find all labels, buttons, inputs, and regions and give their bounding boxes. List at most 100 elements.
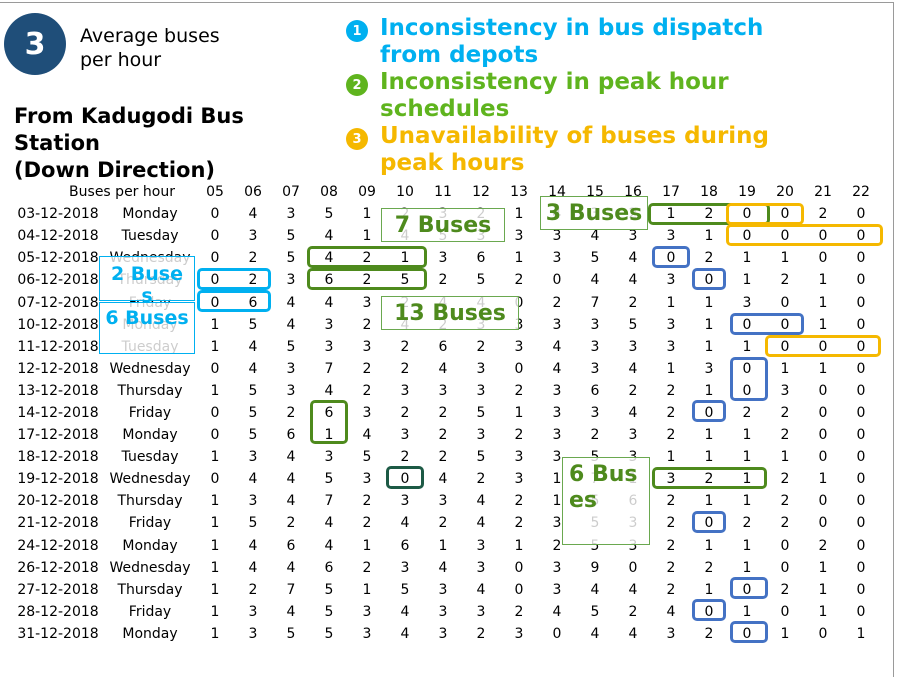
bus-count-cell: 1: [780, 250, 790, 267]
bus-count-cell: 2: [400, 404, 410, 421]
bus-count-cell: 4: [248, 206, 258, 223]
bus-count-cell: 0: [856, 581, 866, 598]
bus-count-cell: 3: [476, 559, 486, 576]
day-cell: Friday: [128, 404, 172, 421]
bus-count-cell: 1: [210, 338, 220, 355]
bus-count-cell: 2: [362, 559, 372, 576]
bus-count-cell: 0: [552, 625, 562, 642]
bus-count-cell: 0: [818, 338, 828, 355]
bus-count-cell: 3: [362, 294, 372, 311]
bus-count-cell: 5: [248, 404, 258, 421]
bus-count-cell: 2: [438, 404, 448, 421]
bus-count-cell: 3: [514, 625, 524, 642]
bus-count-cell: 0: [704, 272, 714, 289]
highlight-box: [692, 599, 726, 621]
bus-count-cell: 0: [856, 316, 866, 333]
bus-count-cell: 3: [286, 360, 296, 377]
bus-count-cell: 3: [552, 581, 562, 598]
bus-count-cell: 1: [780, 449, 790, 466]
date-cell: 19-12-2018: [17, 471, 99, 488]
bus-count-cell: 3: [248, 228, 258, 245]
bus-count-cell: 2: [818, 537, 828, 554]
bus-count-cell: 1: [742, 603, 752, 620]
bus-count-cell: 9: [590, 559, 600, 576]
bus-count-cell: 3: [552, 382, 562, 399]
bus-count-cell: 3: [324, 316, 334, 333]
bus-count-cell: 7: [590, 294, 600, 311]
bus-count-cell: 3: [438, 603, 448, 620]
bus-count-cell: 5: [248, 316, 258, 333]
highlight-box: [692, 511, 726, 533]
bus-count-cell: 0: [856, 250, 866, 267]
bus-count-cell: 2: [362, 493, 372, 510]
highlight-box: [307, 268, 427, 290]
bus-count-cell: 2: [286, 515, 296, 532]
bus-count-cell: 0: [856, 471, 866, 488]
bus-count-cell: 3: [286, 382, 296, 399]
bus-count-cell: 0: [210, 206, 220, 223]
bus-count-cell: 1: [742, 559, 752, 576]
bus-count-cell: 4: [628, 581, 638, 598]
hour-header: 18: [700, 184, 718, 201]
day-cell: Wednesday: [109, 471, 191, 488]
bus-count-cell: 1: [666, 360, 676, 377]
bus-count-cell: 3: [552, 515, 562, 532]
bus-count-cell: 4: [324, 294, 334, 311]
bus-count-cell: 2: [362, 272, 372, 289]
bus-count-cell: 0: [856, 338, 866, 355]
bus-count-cell: 3: [248, 493, 258, 510]
date-cell: 21-12-2018: [17, 515, 99, 532]
highlight-box: [692, 400, 726, 422]
bus-count-cell: 0: [818, 625, 828, 642]
bus-count-cell: 4: [286, 603, 296, 620]
bus-count-cell: 0: [780, 603, 790, 620]
date-cell: 24-12-2018: [17, 537, 99, 554]
bus-count-cell: 1: [210, 537, 220, 554]
bus-count-cell: 3: [286, 206, 296, 223]
page-title-line3: (Down Direction): [14, 158, 216, 182]
bus-count-cell: 3: [362, 404, 372, 421]
highlight-box: [386, 466, 424, 489]
bus-count-cell: 7: [324, 360, 334, 377]
date-cell: 13-12-2018: [17, 382, 99, 399]
issue-text-line2: from depots: [380, 42, 539, 68]
bus-count-cell: 1: [362, 206, 372, 223]
bus-count-cell: 1: [704, 493, 714, 510]
date-cell: 07-12-2018: [17, 294, 99, 311]
bus-count-cell: 5: [590, 603, 600, 620]
bus-count-cell: 4: [324, 515, 334, 532]
bus-count-cell: 1: [666, 449, 676, 466]
bus-count-cell: 3: [552, 427, 562, 444]
bus-count-cell: 2: [666, 559, 676, 576]
bus-count-cell: 0: [780, 206, 790, 223]
bus-count-cell: 1: [742, 272, 752, 289]
bus-count-cell: 4: [590, 581, 600, 598]
bus-count-cell: 0: [856, 228, 866, 245]
bus-count-cell: 0: [742, 206, 752, 223]
bus-count-cell: 1: [856, 625, 866, 642]
bus-count-cell: 3: [628, 537, 638, 554]
bus-count-cell: 1: [818, 603, 828, 620]
bus-count-cell: 5: [248, 427, 258, 444]
bus-count-cell: 4: [628, 404, 638, 421]
bus-count-cell: 3: [628, 228, 638, 245]
bus-count-cell: 4: [438, 471, 448, 488]
bus-count-cell: 3: [476, 382, 486, 399]
date-cell: 17-12-2018: [17, 427, 99, 444]
bus-count-cell: 1: [704, 537, 714, 554]
bus-count-cell: 4: [628, 272, 638, 289]
bus-count-cell: 0: [780, 559, 790, 576]
page-title-line2: Station: [14, 131, 100, 155]
bus-count-cell: 3: [248, 625, 258, 642]
bus-count-cell: 6: [248, 294, 258, 311]
bus-count-cell: 0: [856, 404, 866, 421]
bus-count-cell: 1: [514, 250, 524, 267]
bus-count-cell: 2: [362, 515, 372, 532]
bus-count-cell: 6: [476, 250, 486, 267]
bus-count-cell: 1: [704, 294, 714, 311]
bus-count-cell: 2: [628, 382, 638, 399]
day-cell: Wednesday: [109, 559, 191, 576]
callout-6-buses-left: 6 Buses: [99, 302, 195, 354]
